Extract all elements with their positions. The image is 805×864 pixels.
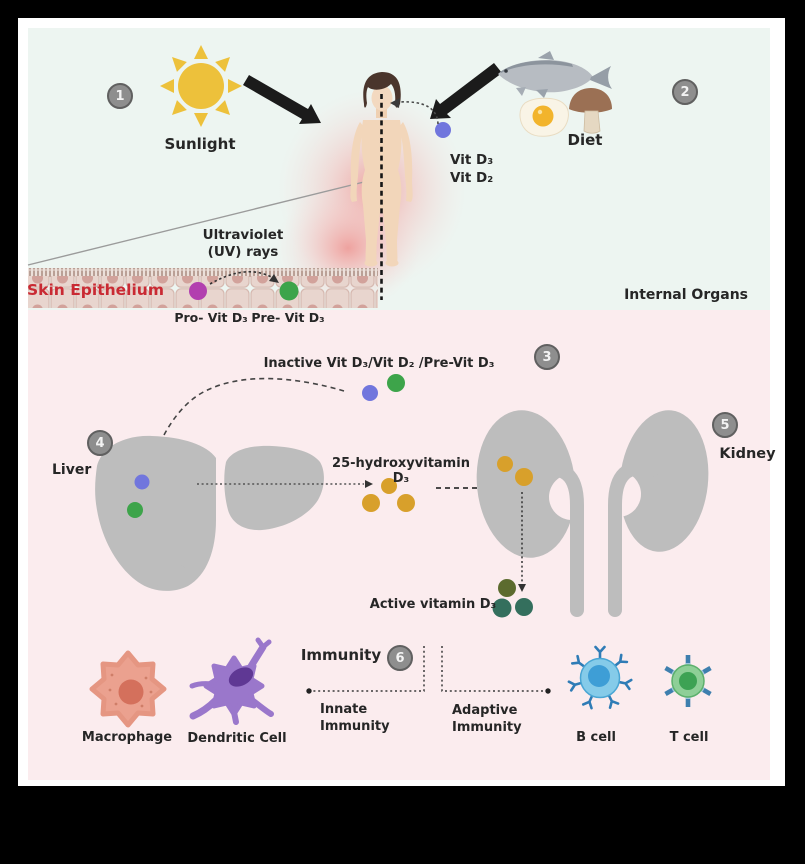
- uv-rays-label: Ultraviolet (UV) rays: [202, 227, 284, 260]
- uv-arc: [209, 270, 274, 285]
- sunlight-arrow: [243, 75, 321, 124]
- active-teal-dot-1: [492, 598, 512, 618]
- uv-arrowhead: [269, 274, 279, 283]
- immunity-connectors: [312, 646, 545, 692]
- innate-connector-dot: [306, 688, 312, 694]
- skin-epithelium-label: Skin Epithelium: [27, 281, 164, 299]
- pro-vitd3-label: Pro- Vit D₃: [174, 310, 248, 325]
- pre-vitd3-dot: [279, 281, 299, 301]
- liver-label: Liver: [52, 462, 92, 478]
- b-cell-label: B cell: [576, 730, 616, 745]
- hair: [363, 72, 401, 108]
- active-teal-dot-2: [515, 598, 533, 616]
- hydroxy-label: 25-hydroxyvitamin D₃: [332, 456, 470, 486]
- kidney-label: Kidney: [719, 446, 776, 462]
- mouth-arrowhead: [390, 98, 400, 108]
- vitd-label: Vit D₃ Vit D₂: [450, 151, 493, 187]
- dendritic-cell-label: Dendritic Cell: [187, 731, 287, 746]
- pro-vitd3-dot: [189, 282, 207, 300]
- kidney-to-active-arrowhead: [518, 584, 526, 592]
- step-2-badge: 2: [672, 79, 698, 105]
- immunity-label: Immunity: [300, 646, 382, 664]
- liver-icon: [95, 435, 324, 591]
- liver-purple-dot: [134, 474, 150, 490]
- macrophage-icon: [89, 650, 167, 728]
- hydroxy-dot-2: [362, 494, 380, 512]
- inactive-to-liver-arrow: [156, 377, 345, 451]
- vitd2-line: Vit D₂: [450, 170, 494, 186]
- innate-immunity-label: Innate Immunity: [320, 702, 390, 734]
- step-6-badge: 6: [387, 645, 413, 671]
- inactive-purple-dot: [362, 385, 378, 401]
- sun-icon: [160, 45, 242, 127]
- adaptive-connector-dot: [545, 688, 551, 694]
- liver-green-dot: [127, 502, 143, 518]
- hydroxy-dot-3: [397, 494, 415, 512]
- sunlight-label: Sunlight: [164, 135, 236, 153]
- inactive-green-dot: [387, 374, 405, 392]
- active-olive-dot: [498, 579, 516, 597]
- macrophage-label: Macrophage: [81, 730, 173, 745]
- kidney-gold-dot-2: [515, 468, 533, 486]
- vitd-dot: [435, 122, 451, 138]
- pre-vitd3-label: Pre- Vit D₃: [251, 310, 325, 325]
- hydroxy-dot-1: [381, 478, 397, 494]
- step-5-badge: 5: [712, 412, 738, 438]
- liver-to-hydroxy-arrowhead: [365, 480, 373, 488]
- diet-arrow: [430, 63, 502, 119]
- kidney-gold-dot-1: [497, 456, 513, 472]
- diet-label: Diet: [567, 131, 603, 149]
- active-vitd-label: Active vitamin D₃: [369, 597, 497, 612]
- internal-organs-label: Internal Organs: [624, 287, 748, 303]
- fish-icon: [498, 51, 612, 98]
- dendritic-cell-icon: [189, 637, 274, 725]
- adaptive-immunity-label: Adaptive Immunity: [452, 703, 522, 735]
- t-cell-label: T cell: [669, 730, 709, 745]
- mushroom-icon: [569, 88, 612, 134]
- step-3-badge: 3: [534, 344, 560, 370]
- inactive-vitd-label: Inactive Vit D₃/Vit D₂ /Pre-Vit D₃: [263, 356, 495, 371]
- vitd3-line: Vit D₃: [450, 152, 494, 168]
- step-4-badge: 4: [87, 430, 113, 456]
- fried-egg-icon: [519, 97, 569, 137]
- magnify-line: [27, 179, 373, 266]
- t-cell-icon: [664, 655, 712, 707]
- b-cell-icon: [567, 645, 633, 710]
- mouth-arrow: [398, 101, 439, 125]
- step-1-badge: 1: [107, 83, 133, 109]
